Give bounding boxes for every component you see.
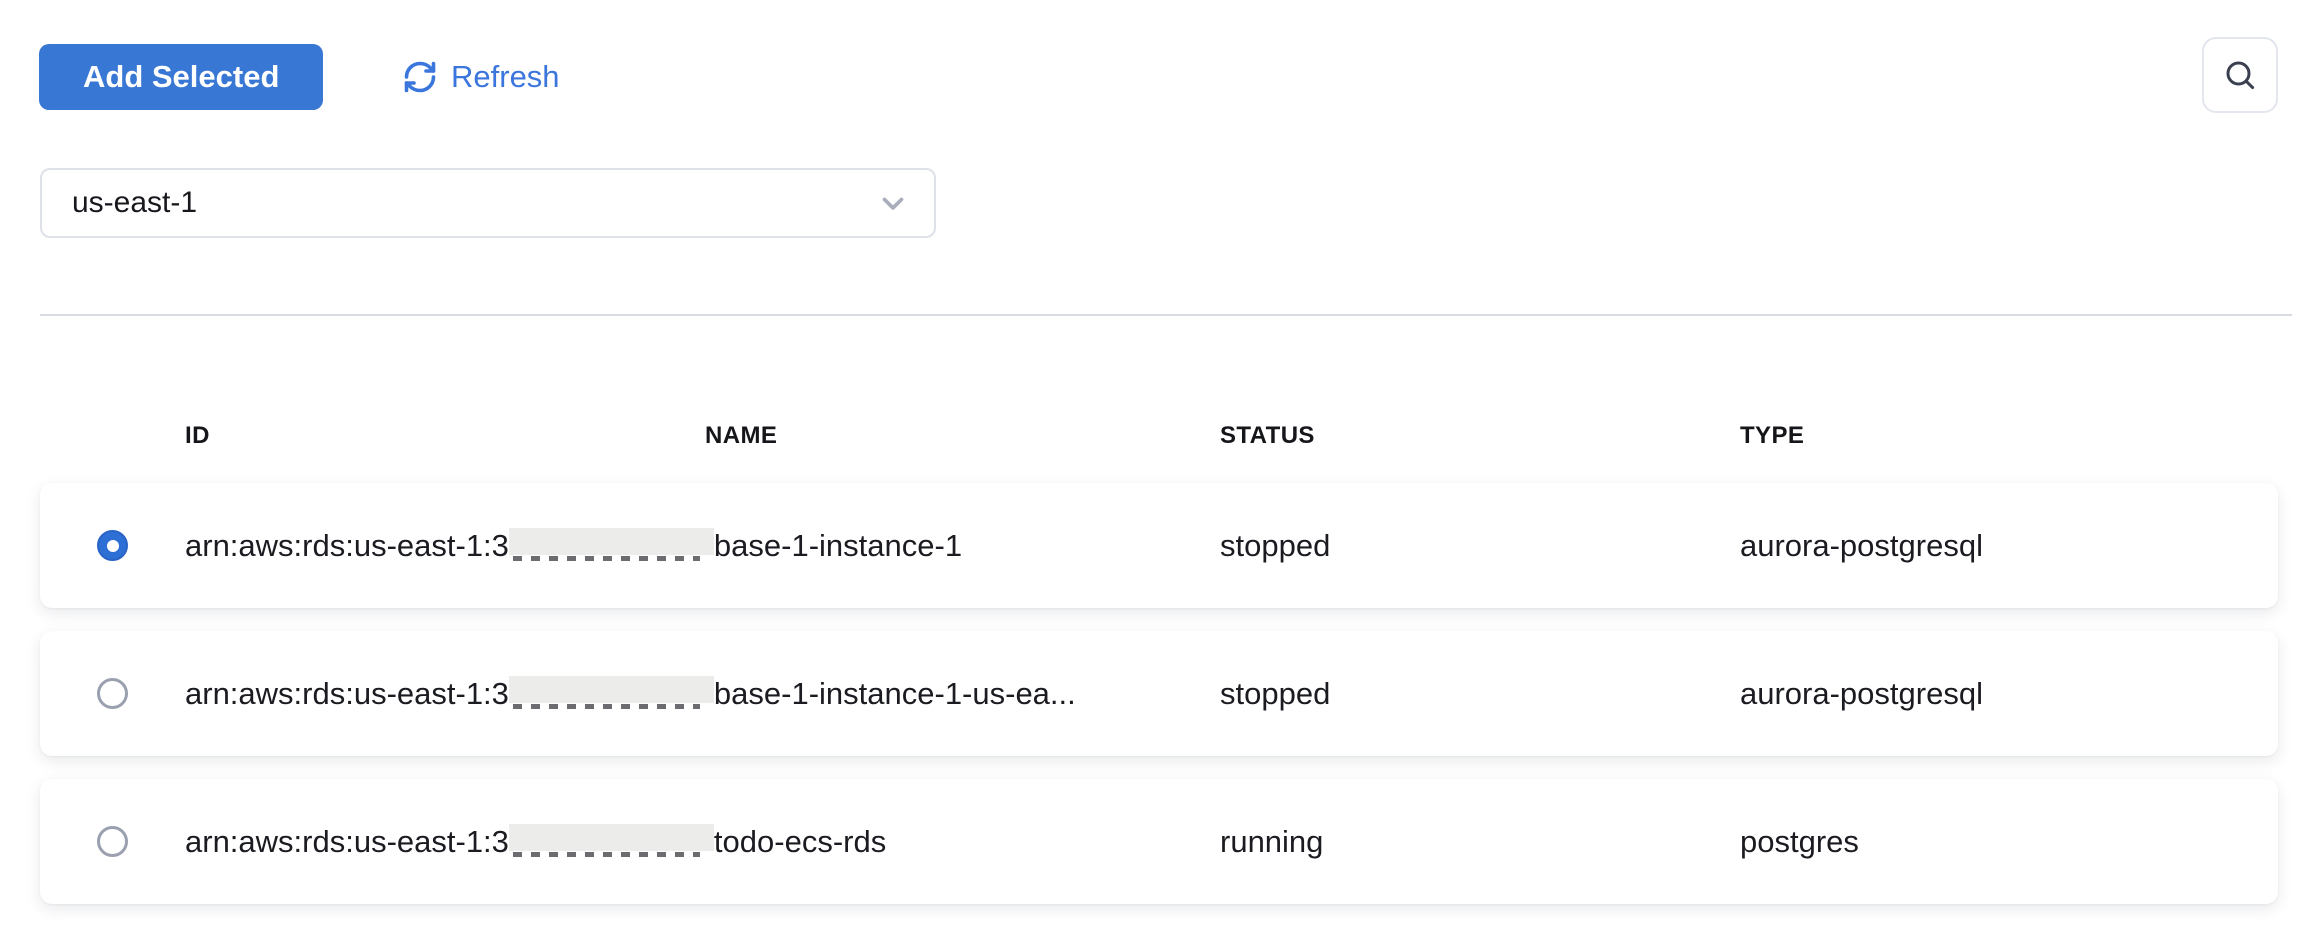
refresh-button[interactable]: Refresh: [402, 44, 560, 110]
radio-selected[interactable]: [97, 530, 128, 561]
column-header-type: TYPE: [1740, 422, 1805, 449]
id-prefix: arn:aws:rds:us-east-1:3: [185, 675, 509, 711]
table-header-row: ID NAME STATUS TYPE: [40, 419, 2278, 453]
id-suffix: base-1-instance-1-us-ea...: [713, 675, 1076, 711]
type-cell: aurora-postgresql: [1740, 527, 1983, 563]
instance-id-cell: arn:aws:rds:us-east-1:3 todo-ecs-rds: [185, 823, 1220, 860]
id-suffix: base-1-instance-1: [713, 527, 963, 563]
table-row[interactable]: arn:aws:rds:us-east-1:3 todo-ecs-rds runn…: [40, 779, 2278, 904]
radio-unselected[interactable]: [97, 826, 128, 857]
instance-id-cell: arn:aws:rds:us-east-1:3 base-1-instance-1…: [185, 675, 1220, 712]
instance-id-cell: arn:aws:rds:us-east-1:3 base-1-instance-1: [185, 527, 1220, 564]
status-cell: stopped: [1220, 527, 1331, 563]
search-icon: [2222, 57, 2258, 93]
table-row[interactable]: arn:aws:rds:us-east-1:3 base-1-instance-1…: [40, 483, 2278, 608]
radio-unselected[interactable]: [97, 678, 128, 709]
status-cell: running: [1220, 823, 1324, 859]
redacted-text: [508, 823, 714, 860]
chevron-down-icon: [876, 186, 910, 220]
type-cell: postgres: [1740, 823, 1859, 859]
redacted-text: [508, 527, 714, 564]
redacted-text: [508, 675, 714, 712]
id-suffix: todo-ecs-rds: [713, 823, 887, 859]
id-prefix: arn:aws:rds:us-east-1:3: [185, 527, 509, 563]
section-divider: [40, 314, 2292, 316]
table-row[interactable]: arn:aws:rds:us-east-1:3 base-1-instance-1…: [40, 631, 2278, 756]
status-cell: stopped: [1220, 675, 1331, 711]
add-selected-button[interactable]: Add Selected: [39, 44, 324, 110]
column-header-id: ID: [185, 422, 210, 449]
region-select[interactable]: us-east-1: [40, 168, 936, 238]
column-header-status: STATUS: [1220, 422, 1315, 449]
id-prefix: arn:aws:rds:us-east-1:3: [185, 823, 509, 859]
region-select-value: us-east-1: [72, 186, 198, 219]
refresh-label: Refresh: [451, 59, 560, 94]
column-header-name: NAME: [705, 422, 778, 449]
search-button[interactable]: [2202, 37, 2278, 113]
type-cell: aurora-postgresql: [1740, 675, 1983, 711]
refresh-icon: [402, 59, 438, 95]
